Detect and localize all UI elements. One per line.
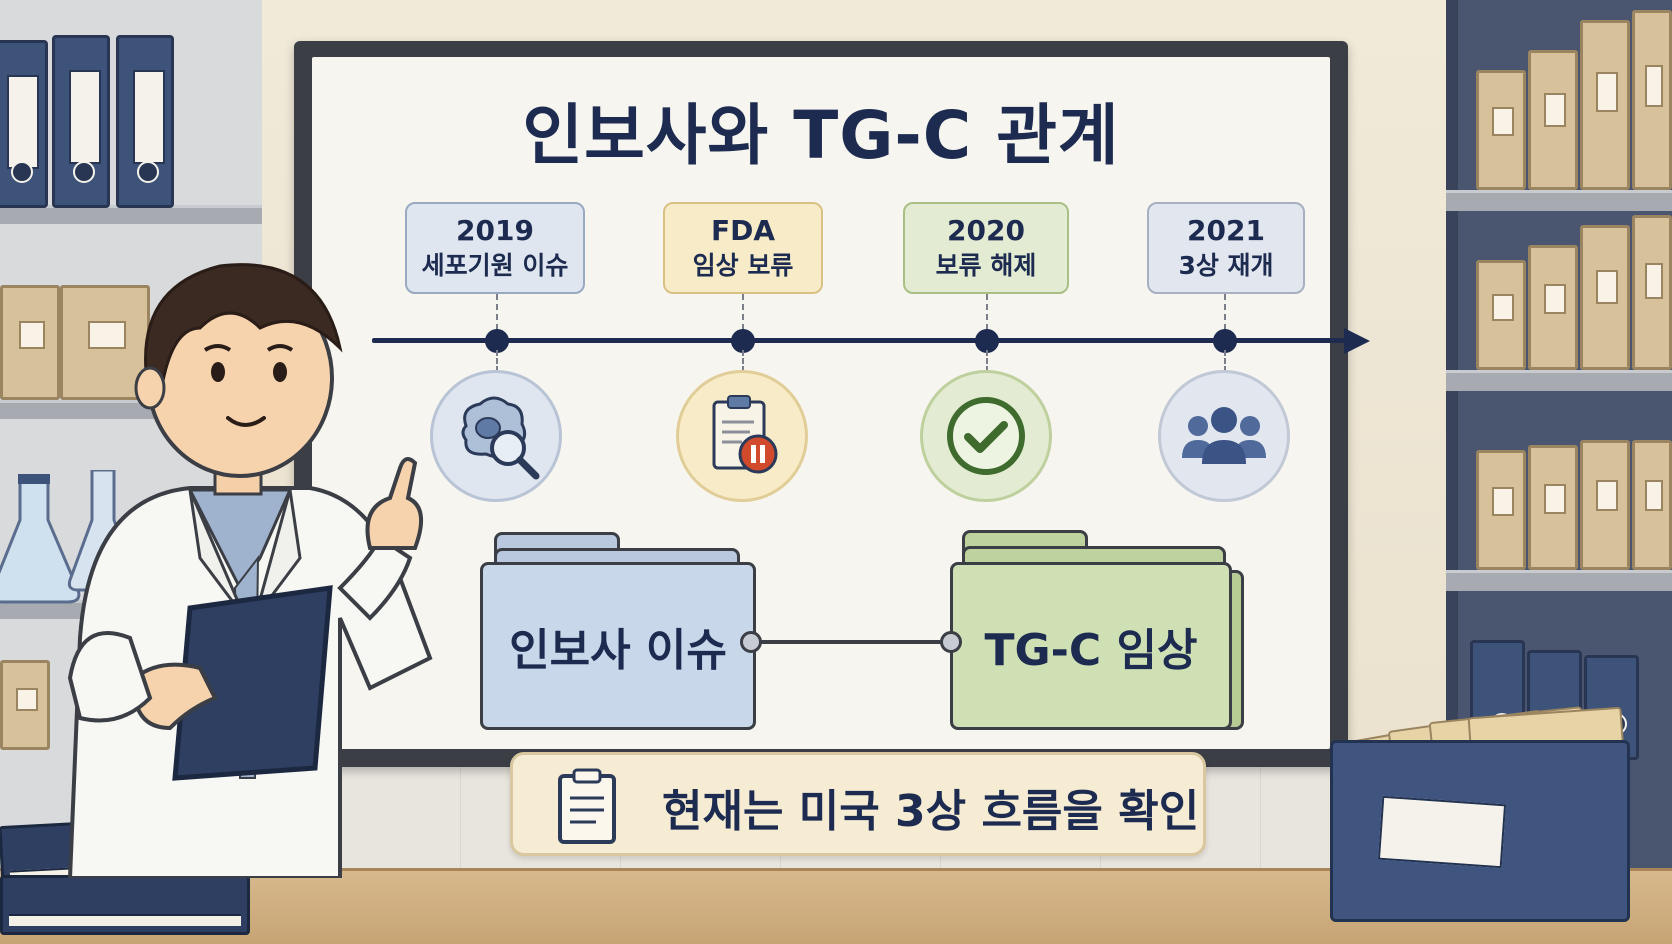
timeline-connector [1224,294,1226,340]
timeline-box-2021: 2021 3상 재개 [1147,202,1305,294]
timeline-connector [496,350,498,372]
book [0,875,250,935]
timeline-event: 세포기원 이슈 [421,251,569,280]
check-circle-icon [920,370,1052,502]
file-box-label [1377,795,1507,869]
timeline-event: 3상 재개 [1178,251,1274,280]
folder-inbosa-issue[interactable]: 인보사 이슈 [480,562,756,730]
timeline-connector [1224,350,1226,372]
archive-box [1528,245,1578,370]
archive-box [1580,20,1630,190]
folder-label: TG-C 임상 [984,625,1198,676]
archive-box [1580,225,1630,370]
timeline-connector [496,294,498,340]
timeline-connector [986,350,988,372]
timeline-year: 2021 [1187,214,1265,247]
archive-box [60,285,150,400]
note-banner [510,752,1206,856]
timeline-box-2019: 2019 세포기원 이슈 [405,202,585,294]
archive-box [1580,440,1630,570]
archive-box [1632,10,1672,190]
binder [0,40,48,208]
cell-magnifier-icon [430,370,562,502]
archive-box [1632,440,1672,570]
archive-box [1476,70,1526,190]
timeline-connector [986,294,988,340]
timeline-connector [742,294,744,340]
clipboard-icon [558,768,616,844]
connector-dot [940,631,962,653]
folder-tgc-clinical[interactable]: TG-C 임상 [950,562,1232,730]
timeline-box-fda: FDA 임상 보류 [663,202,823,294]
timeline-line [372,338,1354,343]
folder-connector-line [750,640,950,644]
timeline-event: 임상 보류 [692,251,794,280]
right-shelf-board [1446,370,1672,391]
timeline-dot [485,329,509,353]
timeline-box-2020: 2020 보류 해제 [903,202,1069,294]
timeline-year: FDA [710,214,776,247]
right-shelf-board [1446,190,1672,211]
folder-label: 인보사 이슈 [509,625,727,676]
timeline-arrowhead [1344,328,1370,354]
timeline-year: 2019 [456,214,534,247]
connector-dot [740,631,762,653]
timeline-connector [742,350,744,372]
timeline-dot [1213,329,1237,353]
board-title: 인보사와 TG-C 관계 [522,97,1120,174]
timeline-year: 2020 [947,214,1025,247]
right-shelf-board [1446,570,1672,591]
people-group-icon [1158,370,1290,502]
archive-box [1476,260,1526,370]
binder [116,35,174,208]
archive-box [1528,445,1578,570]
timeline-event: 보류 해제 [935,251,1037,280]
note-text: 현재는 미국 3상 흐름을 확인 [662,786,1200,837]
binder [52,35,110,208]
archive-box [1632,215,1672,370]
archive-box [0,285,60,400]
archive-box [1476,450,1526,570]
timeline-dot [731,329,755,353]
archive-box [0,660,50,750]
timeline-dot [975,329,999,353]
clipboard-pause-icon [676,370,808,502]
archive-box [1528,50,1578,190]
scientist-illustration [67,263,433,878]
